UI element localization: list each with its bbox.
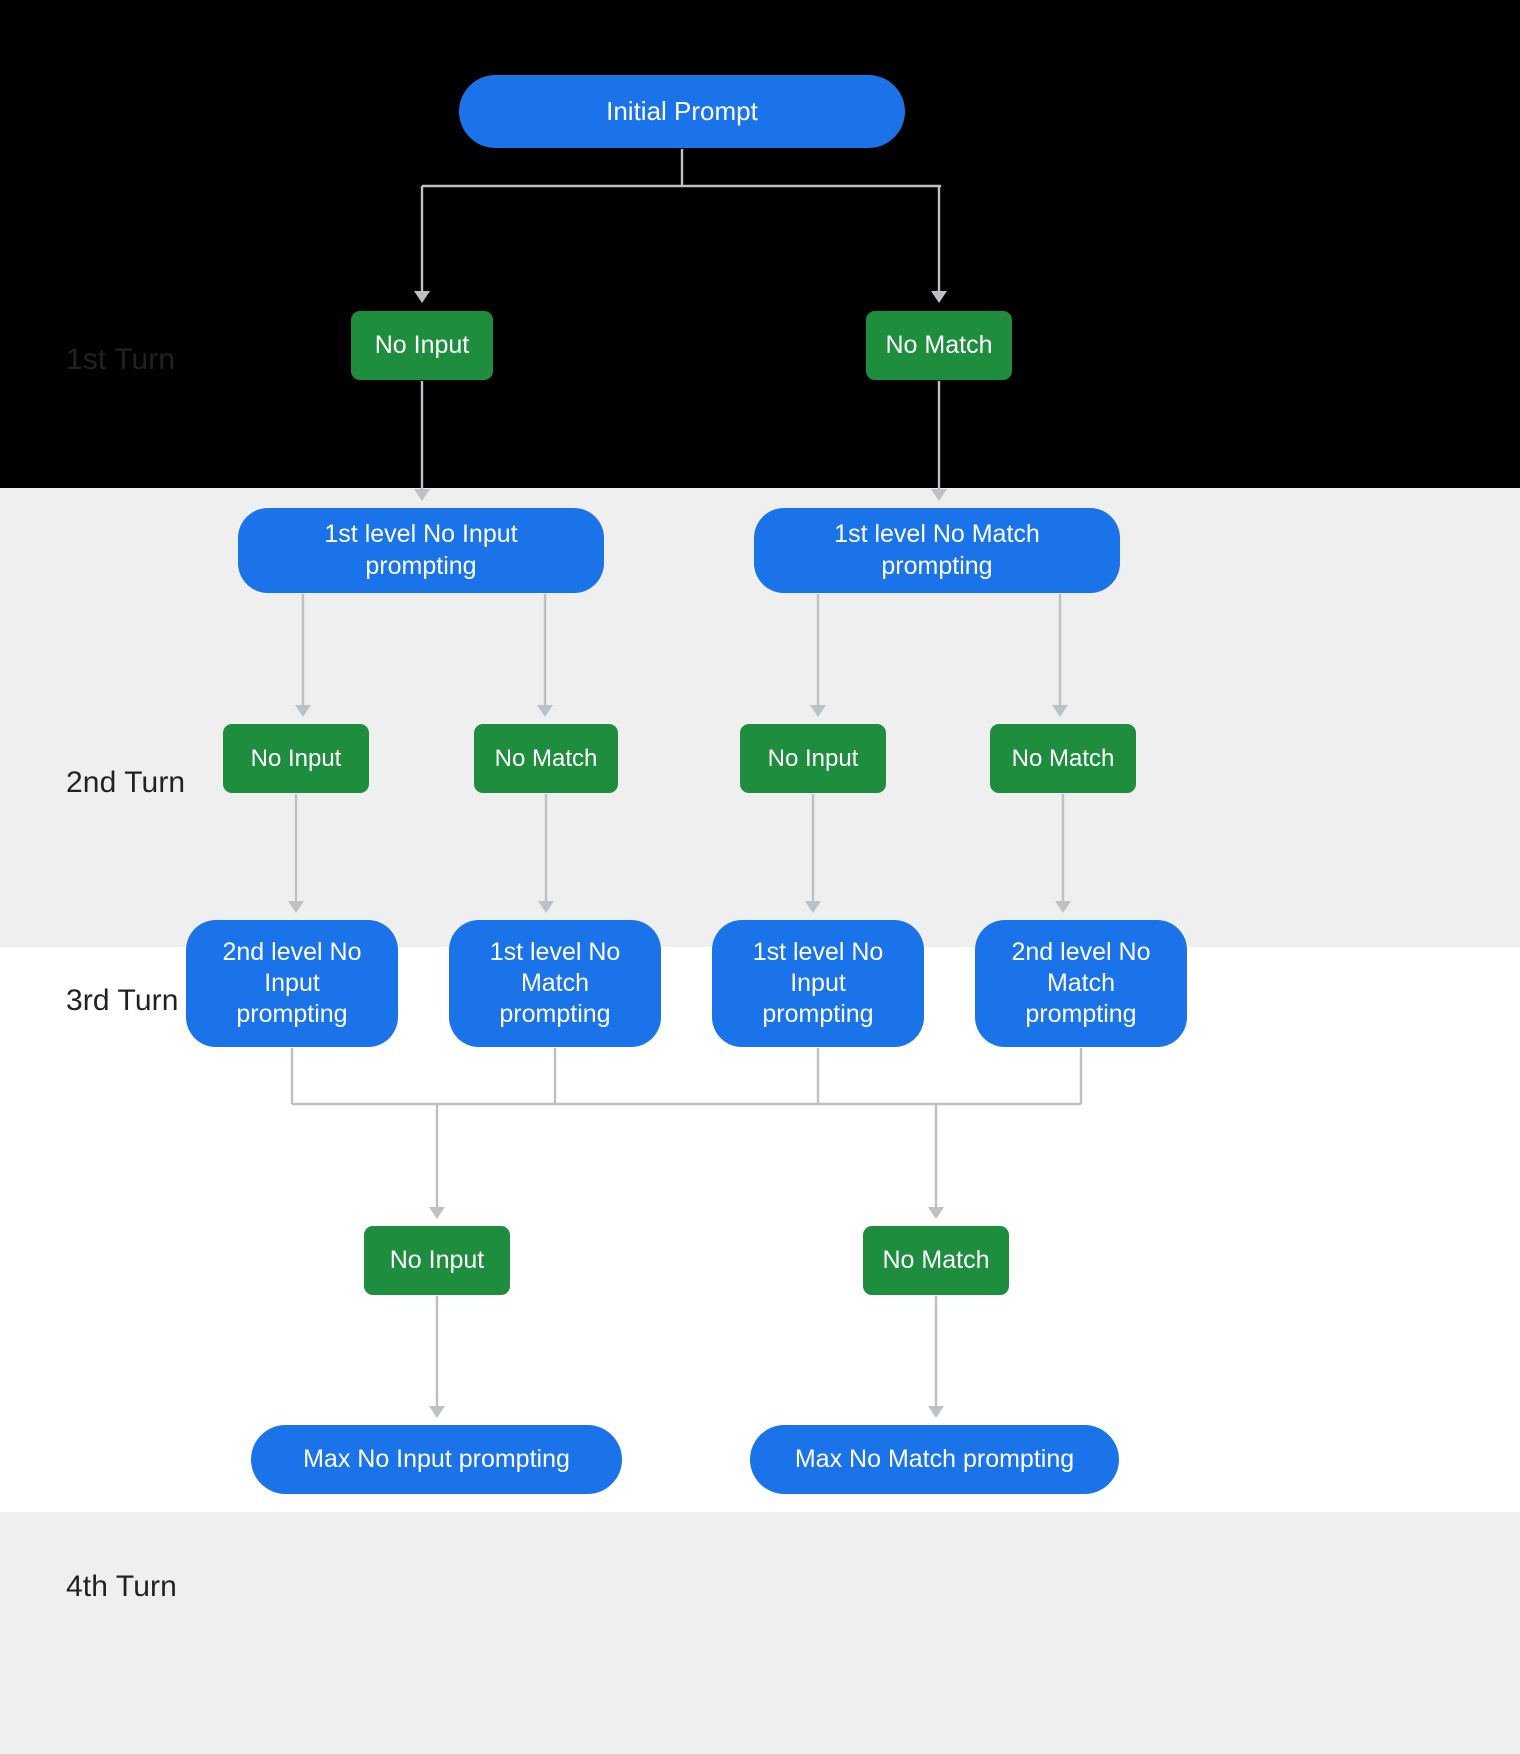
turn-label-1st: 1st Turn	[66, 343, 176, 376]
node-turn3-1st-level-no-match-prompting[interactable]: 1st level No Match prompting	[449, 920, 661, 1047]
node-turn4-max-no-input-prompting[interactable]: Max No Input prompting	[251, 1425, 622, 1494]
node-turn2-1st-level-no-match-prompting[interactable]: 1st level No Match prompting	[754, 508, 1120, 593]
node-turn3-no-input[interactable]: No Input	[364, 1226, 510, 1295]
node-turn3-2nd-level-no-match-prompting[interactable]: 2nd level No Match prompting	[975, 920, 1187, 1047]
node-turn3-no-match[interactable]: No Match	[863, 1226, 1009, 1295]
node-turn2-no-match-right[interactable]: No Match	[990, 724, 1136, 793]
node-turn1-no-input[interactable]: No Input	[351, 311, 493, 380]
turn-band-4	[0, 1512, 1520, 1754]
turn-label-2nd: 2nd Turn	[66, 766, 186, 799]
node-initial-prompt[interactable]: Initial Prompt	[459, 75, 905, 148]
node-turn3-2nd-level-no-input-prompting[interactable]: 2nd level No Input prompting	[186, 920, 398, 1047]
node-turn3-1st-level-no-input-prompting[interactable]: 1st level No Input prompting	[712, 920, 924, 1047]
node-turn4-max-no-match-prompting[interactable]: Max No Match prompting	[750, 1425, 1119, 1494]
turn-label-4th: 4th Turn	[66, 1570, 177, 1603]
node-turn2-no-input-right[interactable]: No Input	[740, 724, 886, 793]
turn-label-3rd: 3rd Turn	[66, 984, 179, 1017]
node-turn2-no-input-left[interactable]: No Input	[223, 724, 369, 793]
node-turn2-1st-level-no-input-prompting[interactable]: 1st level No Input prompting	[238, 508, 604, 593]
node-turn2-no-match-left[interactable]: No Match	[474, 724, 618, 793]
node-turn1-no-match[interactable]: No Match	[866, 311, 1012, 380]
